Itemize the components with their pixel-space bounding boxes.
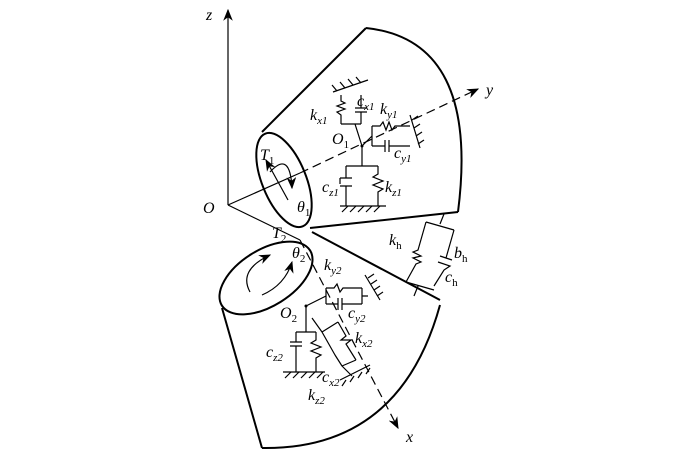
gear-2-kx-label: kx2 [355, 330, 373, 350]
gear-2-y-ground-icon [367, 273, 384, 297]
gear-1-small-end [255, 131, 313, 229]
gear-1-kz-label: kz1 [385, 179, 402, 199]
gear-1-x-spring-damper [332, 79, 369, 147]
gear-1-x-ground-icon [331, 76, 362, 92]
gear-2-angle-label: θ2 [292, 245, 305, 265]
gear-1-supports [331, 76, 425, 213]
gear-1-ky-label: ky1 [380, 101, 398, 121]
gear-2-cy-label: cy2 [348, 305, 366, 325]
gear-1-center-label: O1 [332, 131, 349, 151]
mesh-element [405, 213, 455, 297]
gear-1-y-ground-icon [411, 115, 425, 145]
mesh-spring-damper [405, 213, 455, 297]
gear-2-rotation-arrow [246, 254, 272, 293]
labels: z y x O O1 T1 θ1 kx1 cx1 ky1 cy1 cz1 kz1… [203, 7, 494, 446]
y-axis-label: y [484, 82, 494, 99]
gear-2-small-end [218, 240, 314, 316]
gear-1-cone [255, 27, 463, 229]
x-axis [299, 239, 399, 430]
gear-1-z-ground-icon [341, 205, 381, 213]
gear-1-kx-label: kx1 [310, 107, 328, 127]
coordinate-axes [223, 8, 480, 430]
gear-2-torque-arrow [261, 260, 294, 296]
gear-2-top-edge [311, 231, 441, 301]
gear-2-x-ground-icon [341, 367, 371, 387]
gear-1-cx-label: cx1 [357, 93, 375, 113]
gear-1-torque-arrow [265, 158, 289, 201]
mesh-kh-label: kh [389, 232, 402, 252]
gear-1-top-edge [261, 27, 367, 133]
mesh-ch-label: ch [445, 269, 458, 289]
gear-2-z-ground-icon [284, 371, 324, 379]
gear-2-x-spring-damper [311, 317, 371, 381]
x-axis-label: x [405, 429, 413, 446]
gear-1-angle-label: θ1 [297, 199, 310, 219]
gear-1-y-spring-damper [361, 114, 421, 152]
gear-2-large-end [261, 304, 441, 450]
gear-2-center-label: O2 [280, 305, 297, 325]
gear-1-bottom-edge [309, 211, 459, 229]
gear-1-cz-label: cz1 [322, 179, 339, 199]
gear-2-torque-label: T2 [272, 225, 286, 245]
gear-2-kz-label: kz2 [308, 387, 325, 407]
y-axis [299, 88, 480, 174]
gear-2-left-edge [221, 307, 263, 449]
origin-label: O [203, 200, 215, 217]
gear-2-z-spring-damper [283, 306, 325, 373]
gear-1-z-spring-damper [339, 146, 386, 207]
gear-2-cone [218, 231, 441, 450]
mesh-bh-label: bh [454, 245, 468, 265]
gear-2-ky-label: ky2 [324, 257, 342, 277]
gear-2-cz-label: cz2 [266, 344, 283, 364]
gear-1-cy-label: cy1 [394, 145, 412, 165]
gear-1-torque-label: T1 [260, 147, 274, 167]
z-axis-label: z [205, 7, 213, 24]
gear-1-large-end [365, 27, 463, 213]
gear-2-cx-label: cx2 [322, 369, 340, 389]
x-axis-solid [227, 204, 301, 241]
gear-2-y-spring-damper [305, 274, 381, 310]
gear-2-supports [283, 273, 384, 387]
